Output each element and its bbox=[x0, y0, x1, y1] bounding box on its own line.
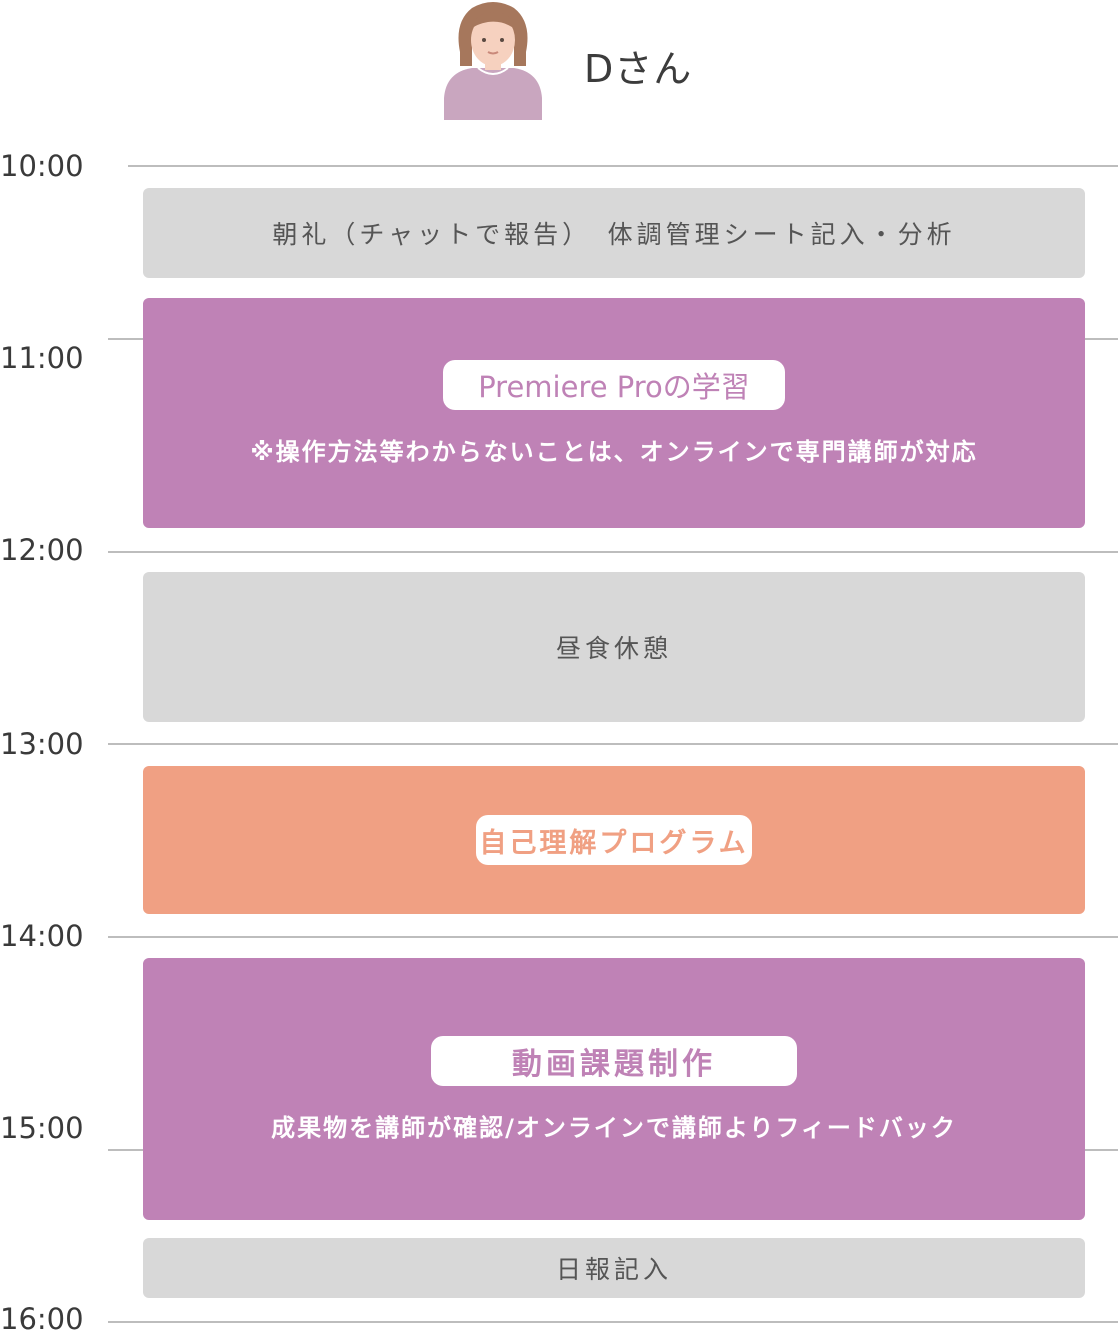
time-label-1400: 14:00 bbox=[0, 919, 84, 953]
video-note: 成果物を講師が確認/オンラインで講師よりフィードバック bbox=[271, 1113, 957, 1142]
premiere-note: ※操作方法等わからないことは、オンラインで専門講師が対応 bbox=[250, 437, 978, 466]
time-label-1200: 12:00 bbox=[0, 533, 84, 567]
time-label-1600: 16:00 bbox=[0, 1302, 84, 1336]
video-title-pill: 動画課題制作 bbox=[431, 1035, 797, 1086]
premiere-block: Premiere Proの学習 ※操作方法等わからないことは、オンラインで専門講… bbox=[143, 298, 1085, 528]
lunch-text: 昼食休憩 bbox=[555, 634, 672, 663]
hour-line-1000 bbox=[128, 165, 1118, 167]
time-label-1000: 10:00 bbox=[0, 149, 84, 183]
hour-line-1400 bbox=[108, 936, 1118, 938]
header: Dさん bbox=[0, 0, 1119, 125]
woman-avatar-icon bbox=[444, 2, 542, 120]
hour-line-1200 bbox=[108, 551, 1118, 553]
lunch-block: 昼食休憩 bbox=[143, 572, 1085, 722]
report-text: 日報記入 bbox=[555, 1255, 672, 1284]
time-label-1500: 15:00 bbox=[0, 1111, 84, 1145]
person-name: Dさん bbox=[584, 47, 693, 91]
video-block: 動画課題制作 成果物を講師が確認/オンラインで講師よりフィードバック bbox=[143, 958, 1085, 1220]
hour-line-1300 bbox=[108, 743, 1118, 745]
premiere-title-pill: Premiere Proの学習 bbox=[443, 359, 785, 410]
self-program-block: 自己理解プログラム bbox=[143, 766, 1085, 914]
morning-text: 朝礼（チャットで報告） 体調管理シート記入・分析 bbox=[272, 220, 956, 249]
time-label-1300: 13:00 bbox=[0, 727, 84, 761]
hour-line-1600 bbox=[108, 1321, 1118, 1323]
time-label-1100: 11:00 bbox=[0, 341, 84, 375]
morning-block: 朝礼（チャットで報告） 体調管理シート記入・分析 bbox=[143, 188, 1085, 278]
report-block: 日報記入 bbox=[143, 1238, 1085, 1298]
self-program-title-pill: 自己理解プログラム bbox=[476, 815, 752, 865]
